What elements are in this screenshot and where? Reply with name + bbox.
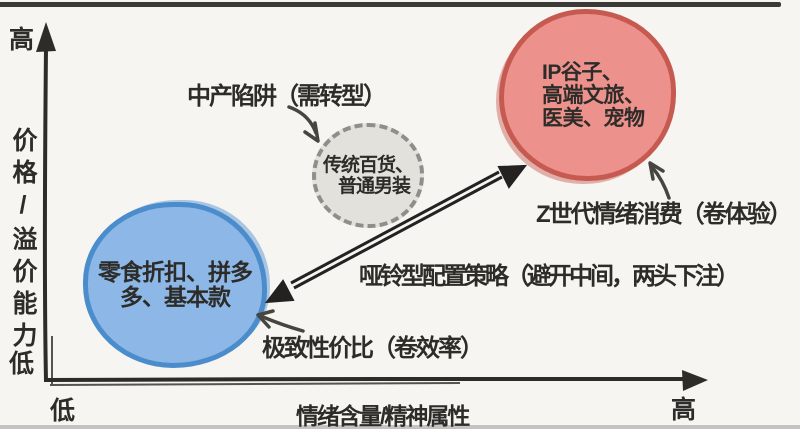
bubble-label-line: IP谷子、 <box>542 60 623 84</box>
bubble-label-line: 医美、宠物 <box>542 106 645 130</box>
bubble-label-line: 传统百货、 <box>322 154 414 176</box>
bubble-label-line: 多、基本款 <box>120 284 231 310</box>
bubble-label-line: 高端文旅、 <box>542 83 645 107</box>
curved-arrow-to-middle <box>287 105 320 143</box>
top-border-bar <box>0 2 781 7</box>
annotation-middle-trap: 中产陷阱（需转型） <box>187 83 387 110</box>
x-axis-low-label: 低 <box>50 397 76 425</box>
bubble-emotion-consumption: IP谷子、 高端文旅、 医美、宠物 <box>499 9 676 181</box>
bubble-label-line: 零食折扣、拼多 <box>98 259 253 285</box>
bottom-edge-shade <box>0 425 800 429</box>
x-axis-arrow <box>43 370 708 391</box>
annotation-dumbbell-strategy: 哑铃型配置策略（避开中间，两头下注） <box>359 263 740 290</box>
x-axis-title: 情绪含量/精神属性 <box>296 403 470 429</box>
bubble-middle-trap: 传统百货、 普通男装 <box>312 123 424 228</box>
curved-arrow-to-emotion <box>648 161 671 200</box>
y-axis-low-label: 低 <box>9 350 35 378</box>
bubble-label-line: 普通男装 <box>337 175 411 197</box>
x-axis-high-label: 高 <box>671 396 697 424</box>
y-axis-title: 价格/溢价能力 <box>9 127 37 354</box>
annotation-extreme-value: 极致性价比（卷效率） <box>262 335 484 362</box>
y-axis-high-label: 高 <box>9 26 35 54</box>
annotation-genz-emotion: Z世代情绪消费（卷体验） <box>536 201 793 228</box>
curved-arrow-to-value <box>256 309 305 333</box>
bubble-extreme-value: 零食折扣、拼多 多、基本款 <box>83 202 267 368</box>
